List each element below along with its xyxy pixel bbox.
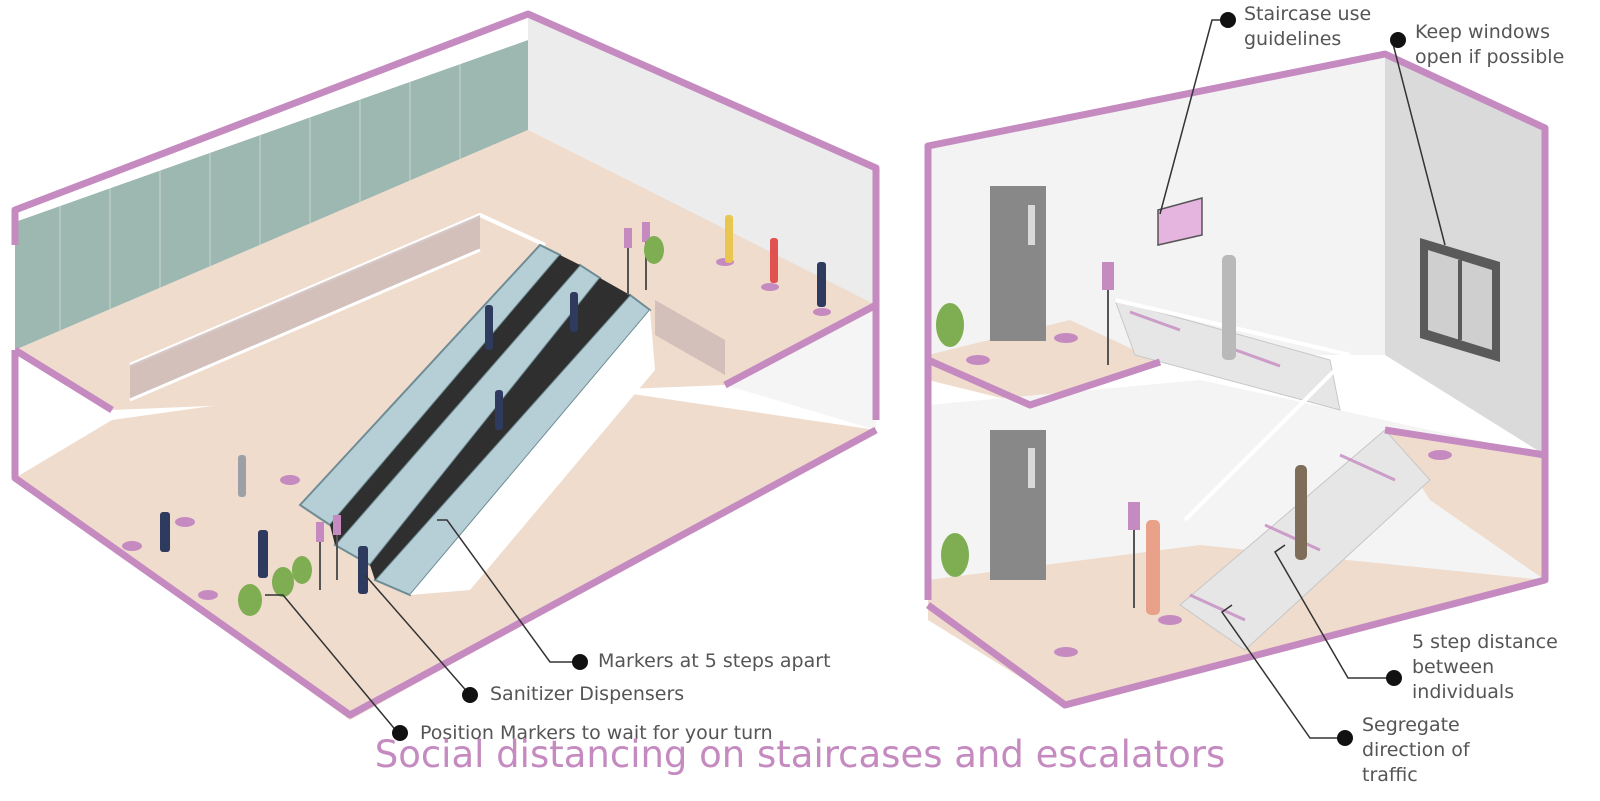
callout-line: Keep windows xyxy=(1415,21,1550,43)
callout-line: Staircase use xyxy=(1244,3,1372,25)
callout-step-distance: 5 step distance between individuals xyxy=(1412,630,1558,705)
glass-facade xyxy=(15,40,528,350)
callout-position-markers: Position Markers to wait for your turn xyxy=(420,722,773,744)
door-upper xyxy=(990,186,1046,341)
callout-line: individuals xyxy=(1412,681,1515,703)
callout-line: Segregate xyxy=(1362,714,1460,736)
callout-staircase-guidelines: Staircase use guidelines xyxy=(1244,2,1371,52)
callout-line: direction of xyxy=(1362,739,1470,761)
callout-windows: Keep windows open if possible xyxy=(1415,20,1564,70)
callout-line: traffic xyxy=(1362,764,1418,786)
window xyxy=(1420,238,1500,362)
callout-line: guidelines xyxy=(1244,28,1342,50)
staircase-scene xyxy=(924,50,1549,709)
diagram-caption: Social distancing on staircases and esca… xyxy=(374,733,1226,776)
escalators xyxy=(298,243,655,597)
callout-dots xyxy=(392,12,1406,746)
callout-sanitizer: Sanitizer Dispensers xyxy=(490,683,685,705)
escalator-scene xyxy=(11,10,880,720)
guidelines-sign xyxy=(1157,197,1203,246)
callout-segregate: Segregate direction of traffic xyxy=(1362,713,1470,788)
callout-markers-5-steps: Markers at 5 steps apart xyxy=(598,650,831,672)
callout-line: open if possible xyxy=(1415,46,1565,68)
callout-line: 5 step distance xyxy=(1412,631,1558,653)
callout-line: between xyxy=(1412,656,1495,678)
door-lower xyxy=(990,430,1046,580)
